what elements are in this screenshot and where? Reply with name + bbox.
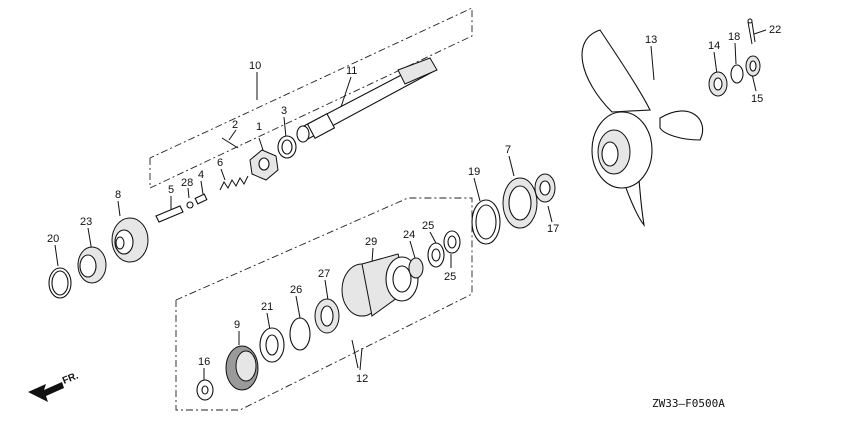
part-label-8: 8: [115, 189, 121, 201]
gearcase-housing-part-29: [341, 253, 419, 317]
part-label-28: 28: [181, 177, 193, 189]
spacer-part-17: [534, 173, 556, 203]
part-label-9: 9: [234, 319, 240, 331]
part-label-15: 15: [751, 93, 763, 105]
part-label-12: 12: [356, 373, 368, 385]
part-label-11: 11: [346, 65, 357, 77]
propeller-shaft-part: [296, 57, 438, 143]
shim-part-21: [259, 327, 285, 363]
part-label-25: 25: [422, 220, 434, 232]
ring-part-3: [277, 135, 297, 159]
shaft-assembly-outline: [149, 7, 473, 189]
nut-part-15: [745, 55, 761, 77]
ring-part-20: [48, 267, 72, 299]
part-label-19: 19: [468, 166, 480, 178]
part-label-5: 5: [168, 184, 174, 196]
part-label-10: 10: [249, 60, 261, 72]
bearing-part-23: [77, 246, 107, 284]
ball-part-28: [186, 201, 194, 209]
cotter-pin-part-22: [747, 18, 756, 45]
part-label-14: 14: [708, 40, 720, 52]
part-label-29: 29: [365, 236, 377, 248]
part-label-22: 22: [769, 24, 781, 36]
spring-part-6: [219, 175, 249, 191]
bearing-part-24: [408, 257, 424, 279]
leader-lines: [54, 29, 767, 380]
part-label-18: 18: [728, 31, 740, 43]
thrust-washer-part-7: [502, 177, 538, 229]
part-label-6: 6: [217, 157, 223, 169]
housing-assembly-outline: [175, 197, 473, 411]
washer-part-18: [730, 64, 744, 84]
washer-part-16: [196, 379, 214, 401]
part-label-25-second: 25: [444, 271, 456, 283]
snap-ring-part-19: [471, 199, 501, 245]
part-label-17: 17: [547, 223, 559, 235]
part-label-13: 13: [645, 34, 657, 46]
part-label-2: 2: [232, 119, 238, 131]
part-label-16: 16: [198, 356, 210, 368]
bearing-part-27: [314, 298, 340, 334]
propeller-part-13: [581, 29, 704, 227]
part-number-labels: 2 1 3 4 5 6 7 8 9 10 11 12 13 14 15 16 1…: [47, 24, 781, 385]
pin-part-2: [221, 137, 239, 149]
gear-part-8: [111, 217, 149, 263]
part-label-21: 21: [261, 301, 273, 313]
part-label-27: 27: [318, 268, 330, 280]
part-label-23: 23: [80, 216, 92, 228]
part-label-26: 26: [290, 284, 302, 296]
part-label-1: 1: [256, 121, 262, 133]
o-ring-part-26: [289, 317, 311, 351]
rod-part-5: [155, 205, 184, 223]
clutch-part-1: [249, 149, 279, 181]
bevel-gear-part-9: [225, 345, 259, 391]
front-direction-label: FR.: [61, 370, 80, 386]
seal-part-25-second: [443, 230, 461, 254]
part-label-7: 7: [505, 144, 511, 156]
drawing-code: ZW33—F0500A: [652, 397, 725, 410]
part-label-4: 4: [198, 169, 204, 181]
part-label-24: 24: [403, 229, 415, 241]
part-label-20: 20: [47, 233, 59, 245]
seal-part-25: [427, 242, 445, 268]
part-label-3: 3: [281, 105, 287, 117]
washer-part-14: [708, 71, 728, 97]
pin-part-4: [194, 193, 208, 205]
front-direction-arrow: FR.: [28, 370, 80, 402]
